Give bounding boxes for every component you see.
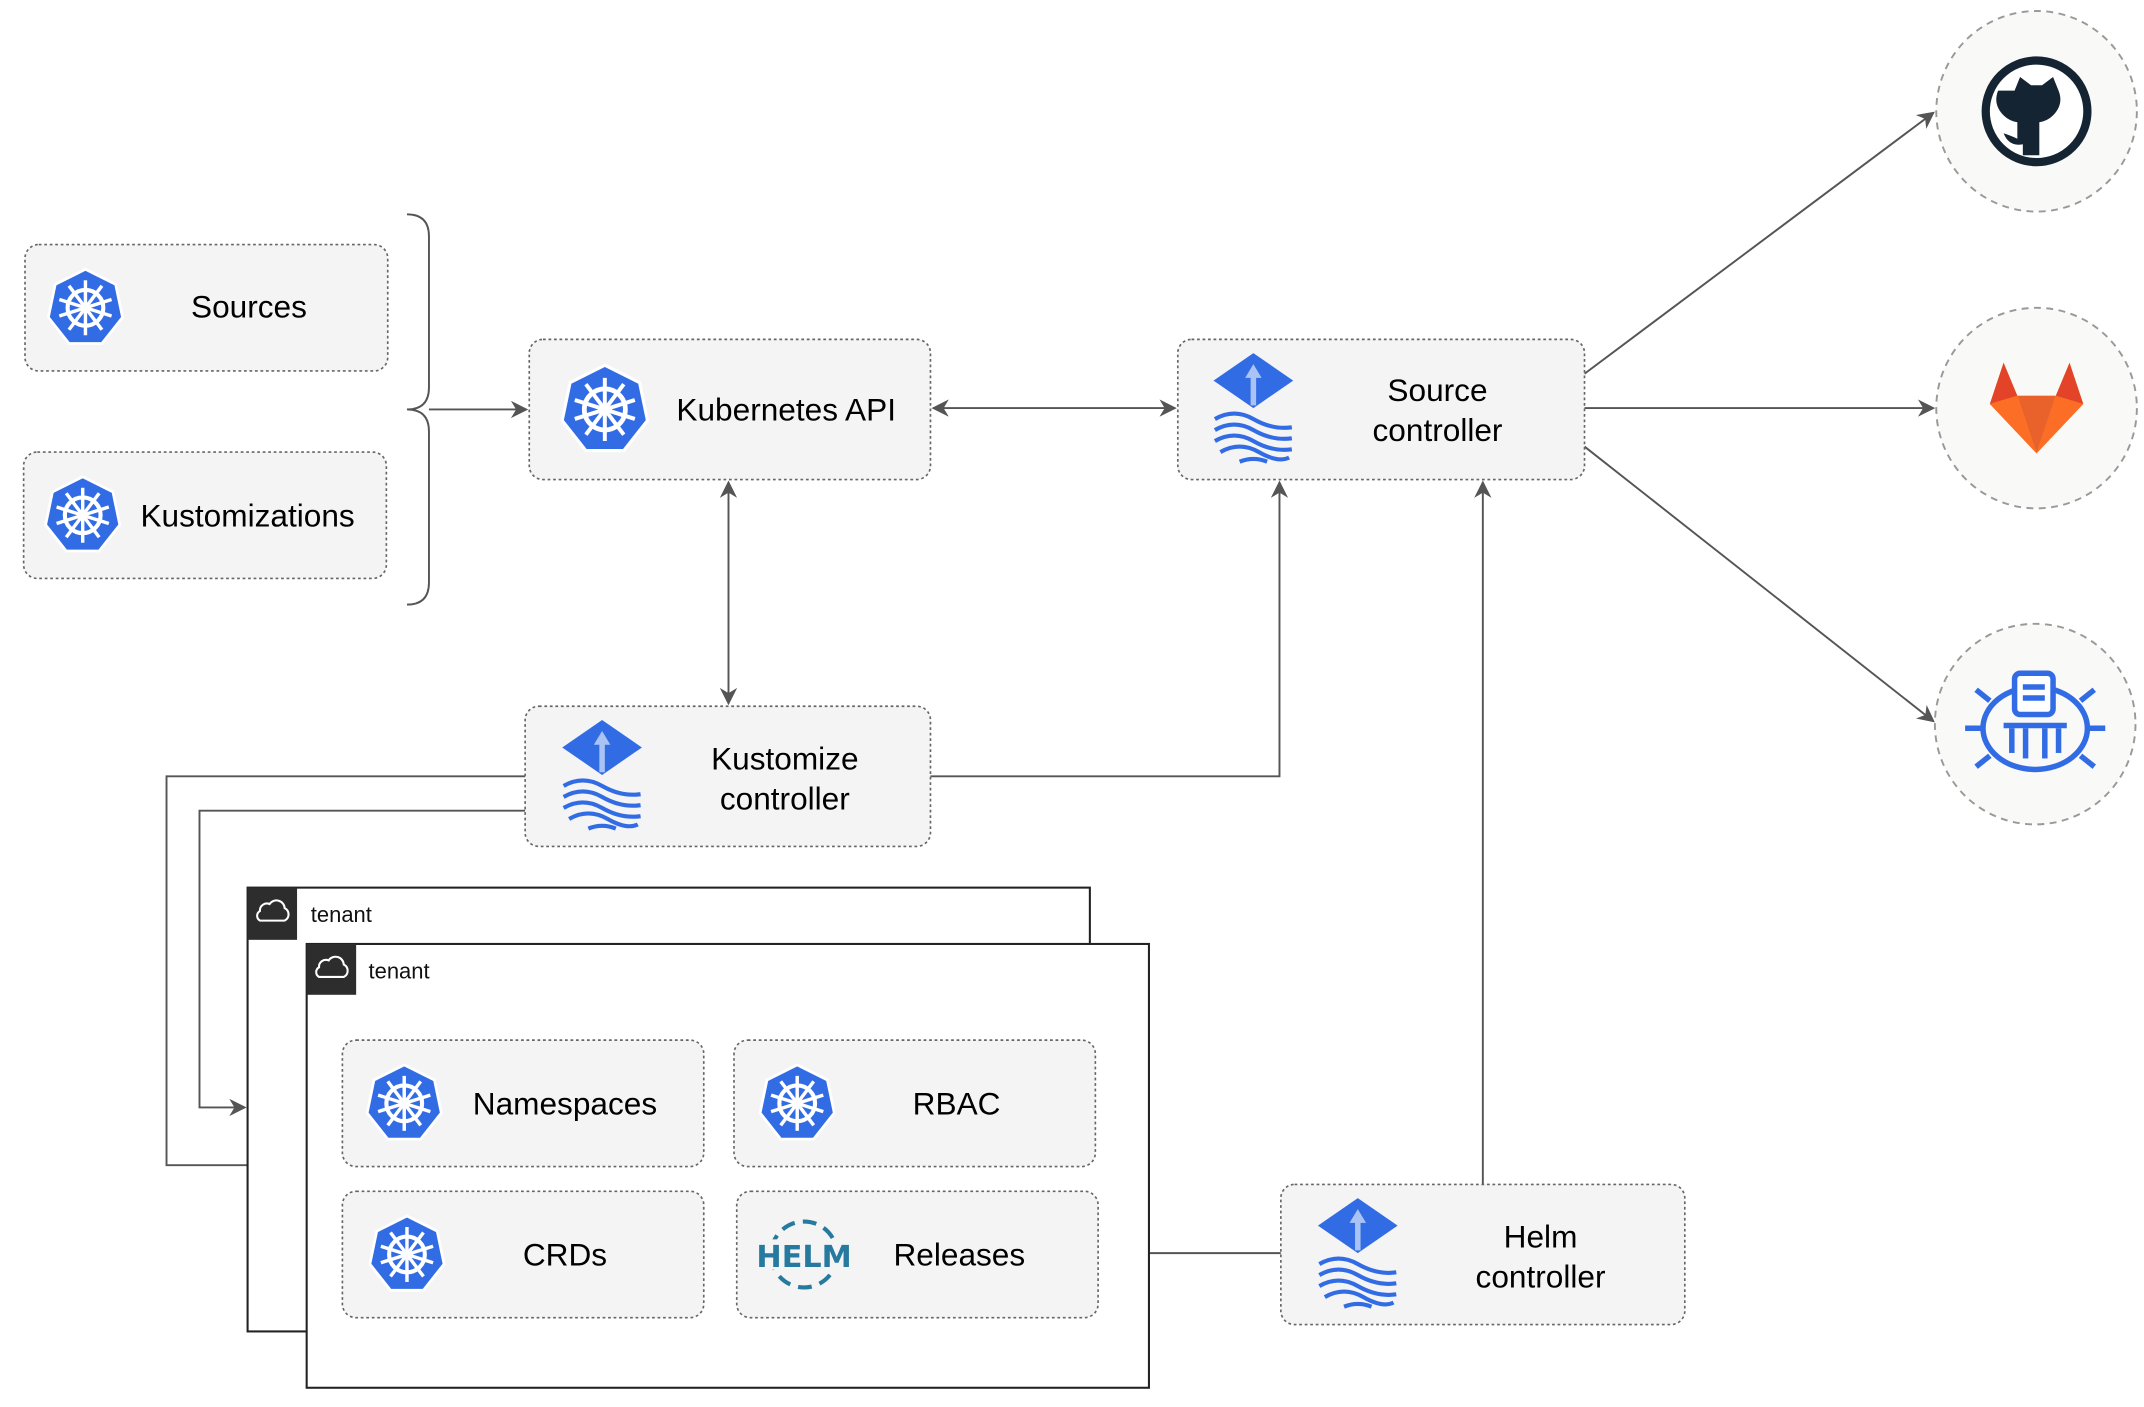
node-label-line2: controller bbox=[1476, 1258, 1606, 1294]
edge-kustomize-to-tenant-front bbox=[165, 775, 526, 1174]
node-source-controller[interactable]: Source controller bbox=[1176, 338, 1586, 481]
node-label: Kustomizations bbox=[140, 497, 354, 533]
node-kustomizations[interactable]: Kustomizations bbox=[22, 451, 388, 580]
edge-source-to-github bbox=[1583, 111, 1935, 375]
node-label: Kubernetes API bbox=[676, 391, 896, 427]
bucket-icon bbox=[1965, 670, 2106, 773]
gitlab-icon bbox=[1989, 362, 2084, 454]
edges bbox=[165, 111, 1936, 1262]
helm-logo-text: HELM bbox=[756, 1240, 851, 1275]
node-label-line2: controller bbox=[720, 780, 850, 816]
node-kubernetes-api[interactable]: Kubernetes API bbox=[528, 338, 932, 481]
node-crds[interactable]: CRDs bbox=[341, 1190, 705, 1319]
node-label-line1: Kustomize bbox=[711, 740, 858, 776]
tenant-label: tenant bbox=[311, 902, 372, 927]
node-releases[interactable]: HELM Releases bbox=[735, 1190, 1099, 1319]
node-helm-controller[interactable]: Helm controller bbox=[1280, 1183, 1686, 1326]
node-label: RBAC bbox=[913, 1085, 1001, 1121]
edge-kustomize-to-tenant-back bbox=[198, 809, 526, 1117]
node-label: Sources bbox=[191, 288, 307, 324]
helm-icon: HELM bbox=[756, 1219, 852, 1290]
node-rbac[interactable]: RBAC bbox=[733, 1039, 1097, 1168]
node-label-line1: Helm bbox=[1504, 1219, 1578, 1255]
tenant-label: tenant bbox=[369, 958, 430, 983]
tenant-front[interactable]: tenant Namespaces RBAC CRDs HELM Release… bbox=[305, 942, 1150, 1389]
node-namespaces[interactable]: Namespaces bbox=[341, 1039, 705, 1168]
node-label: CRDs bbox=[523, 1236, 607, 1272]
grouping-brace bbox=[406, 213, 430, 606]
github-icon bbox=[1981, 56, 2092, 167]
node-label-line2: controller bbox=[1373, 412, 1503, 448]
github-source[interactable] bbox=[1935, 10, 2138, 213]
node-kustomize-controller[interactable]: Kustomize controller bbox=[524, 705, 932, 848]
node-label-line1: Source bbox=[1387, 372, 1487, 408]
node-label: Releases bbox=[893, 1236, 1025, 1272]
bucket-source[interactable] bbox=[1933, 622, 2137, 826]
edge-source-to-bucket bbox=[1583, 445, 1935, 723]
node-sources[interactable]: Sources bbox=[24, 243, 389, 372]
gitlab-source[interactable] bbox=[1935, 306, 2138, 510]
node-label: Namespaces bbox=[473, 1085, 657, 1121]
edge-kustomize-to-source-controller bbox=[930, 480, 1289, 778]
